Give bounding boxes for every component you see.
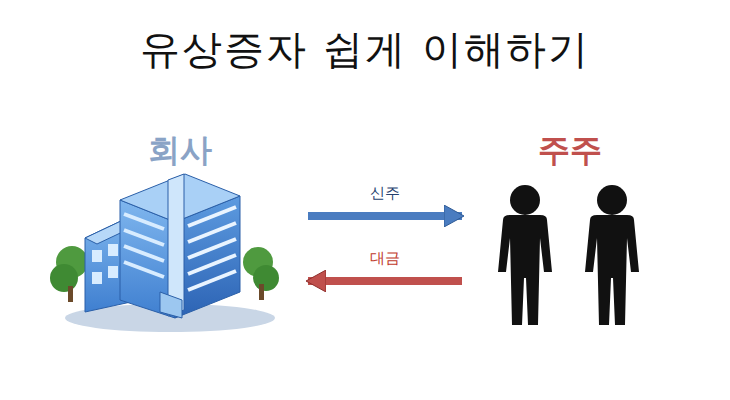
flow-arrow <box>308 277 462 285</box>
edge-label: 신주 <box>366 184 404 203</box>
company-node: 회사 <box>60 125 300 340</box>
person-icon <box>498 185 552 325</box>
person-icon <box>585 185 639 325</box>
shareholder-node: 주주 <box>470 125 670 340</box>
flow-arrow <box>308 212 462 220</box>
node-heading: 회사 <box>60 125 300 173</box>
page-title: 유상증자 쉽게 이해하기 <box>0 22 730 77</box>
node-heading: 주주 <box>470 125 670 173</box>
edge-label: 대금 <box>366 249 404 268</box>
building-icon <box>50 174 279 332</box>
